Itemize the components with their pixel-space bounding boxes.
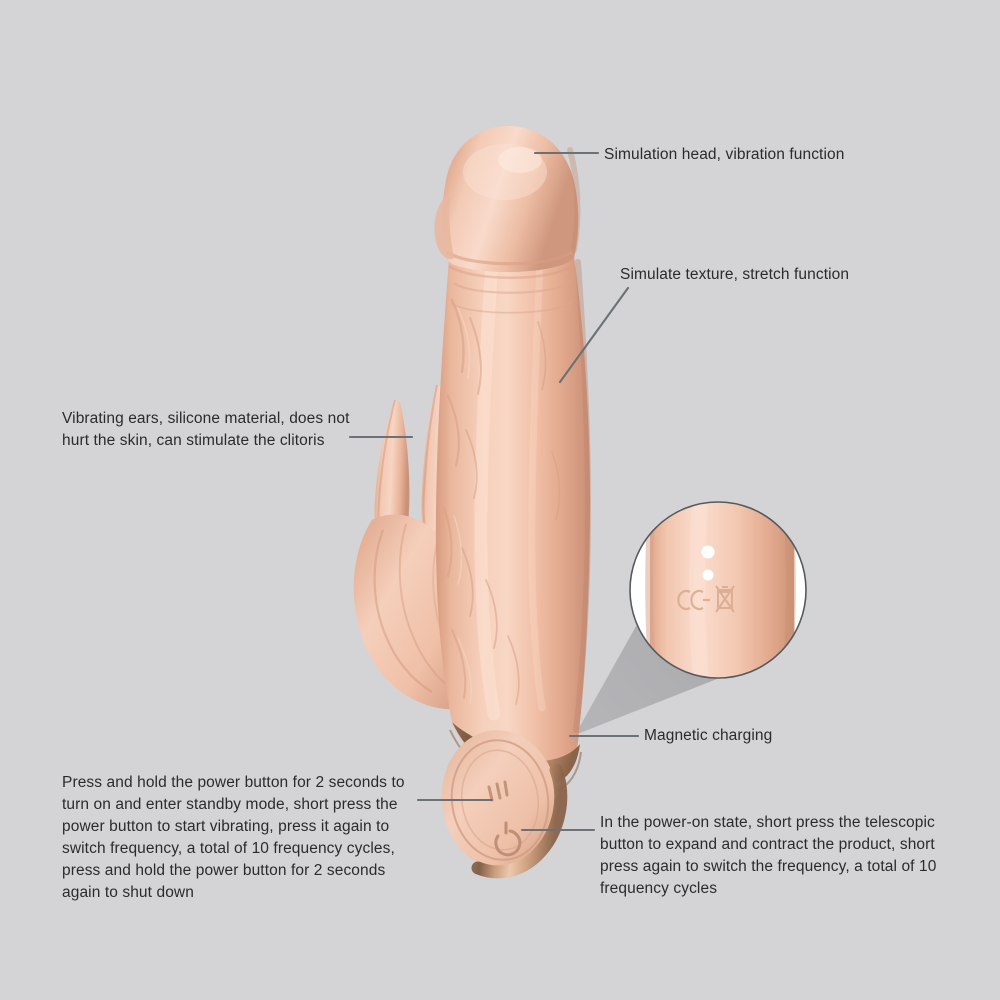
callout-telescopic-button-instructions: In the power-on state, short press the t… xyxy=(600,814,937,897)
weee-bin-icon xyxy=(715,585,735,613)
simulation-head xyxy=(434,126,581,314)
power-symbol-icon[interactable] xyxy=(494,821,522,857)
charging-contact-lower xyxy=(702,569,714,581)
magnified-inset xyxy=(629,501,807,679)
callout-simulation-head: Simulation head, vibration function xyxy=(604,146,845,163)
callout-vibrating-ears: Vibrating ears, silicone material, does … xyxy=(62,410,350,449)
charging-contact-upper xyxy=(701,545,715,559)
telescopic-bars-icon[interactable] xyxy=(487,780,509,802)
callout-simulate-texture: Simulate texture, stretch function xyxy=(620,266,850,283)
ce-mark-icon xyxy=(677,589,710,611)
callout-magnetic-charging: Magnetic charging xyxy=(644,727,773,744)
control-base xyxy=(441,722,582,879)
callout-power-button-instructions: Press and hold the power button for 2 se… xyxy=(62,774,405,901)
leader-lines xyxy=(348,151,640,832)
leader-texture xyxy=(558,286,630,384)
shaft-body xyxy=(435,255,592,787)
